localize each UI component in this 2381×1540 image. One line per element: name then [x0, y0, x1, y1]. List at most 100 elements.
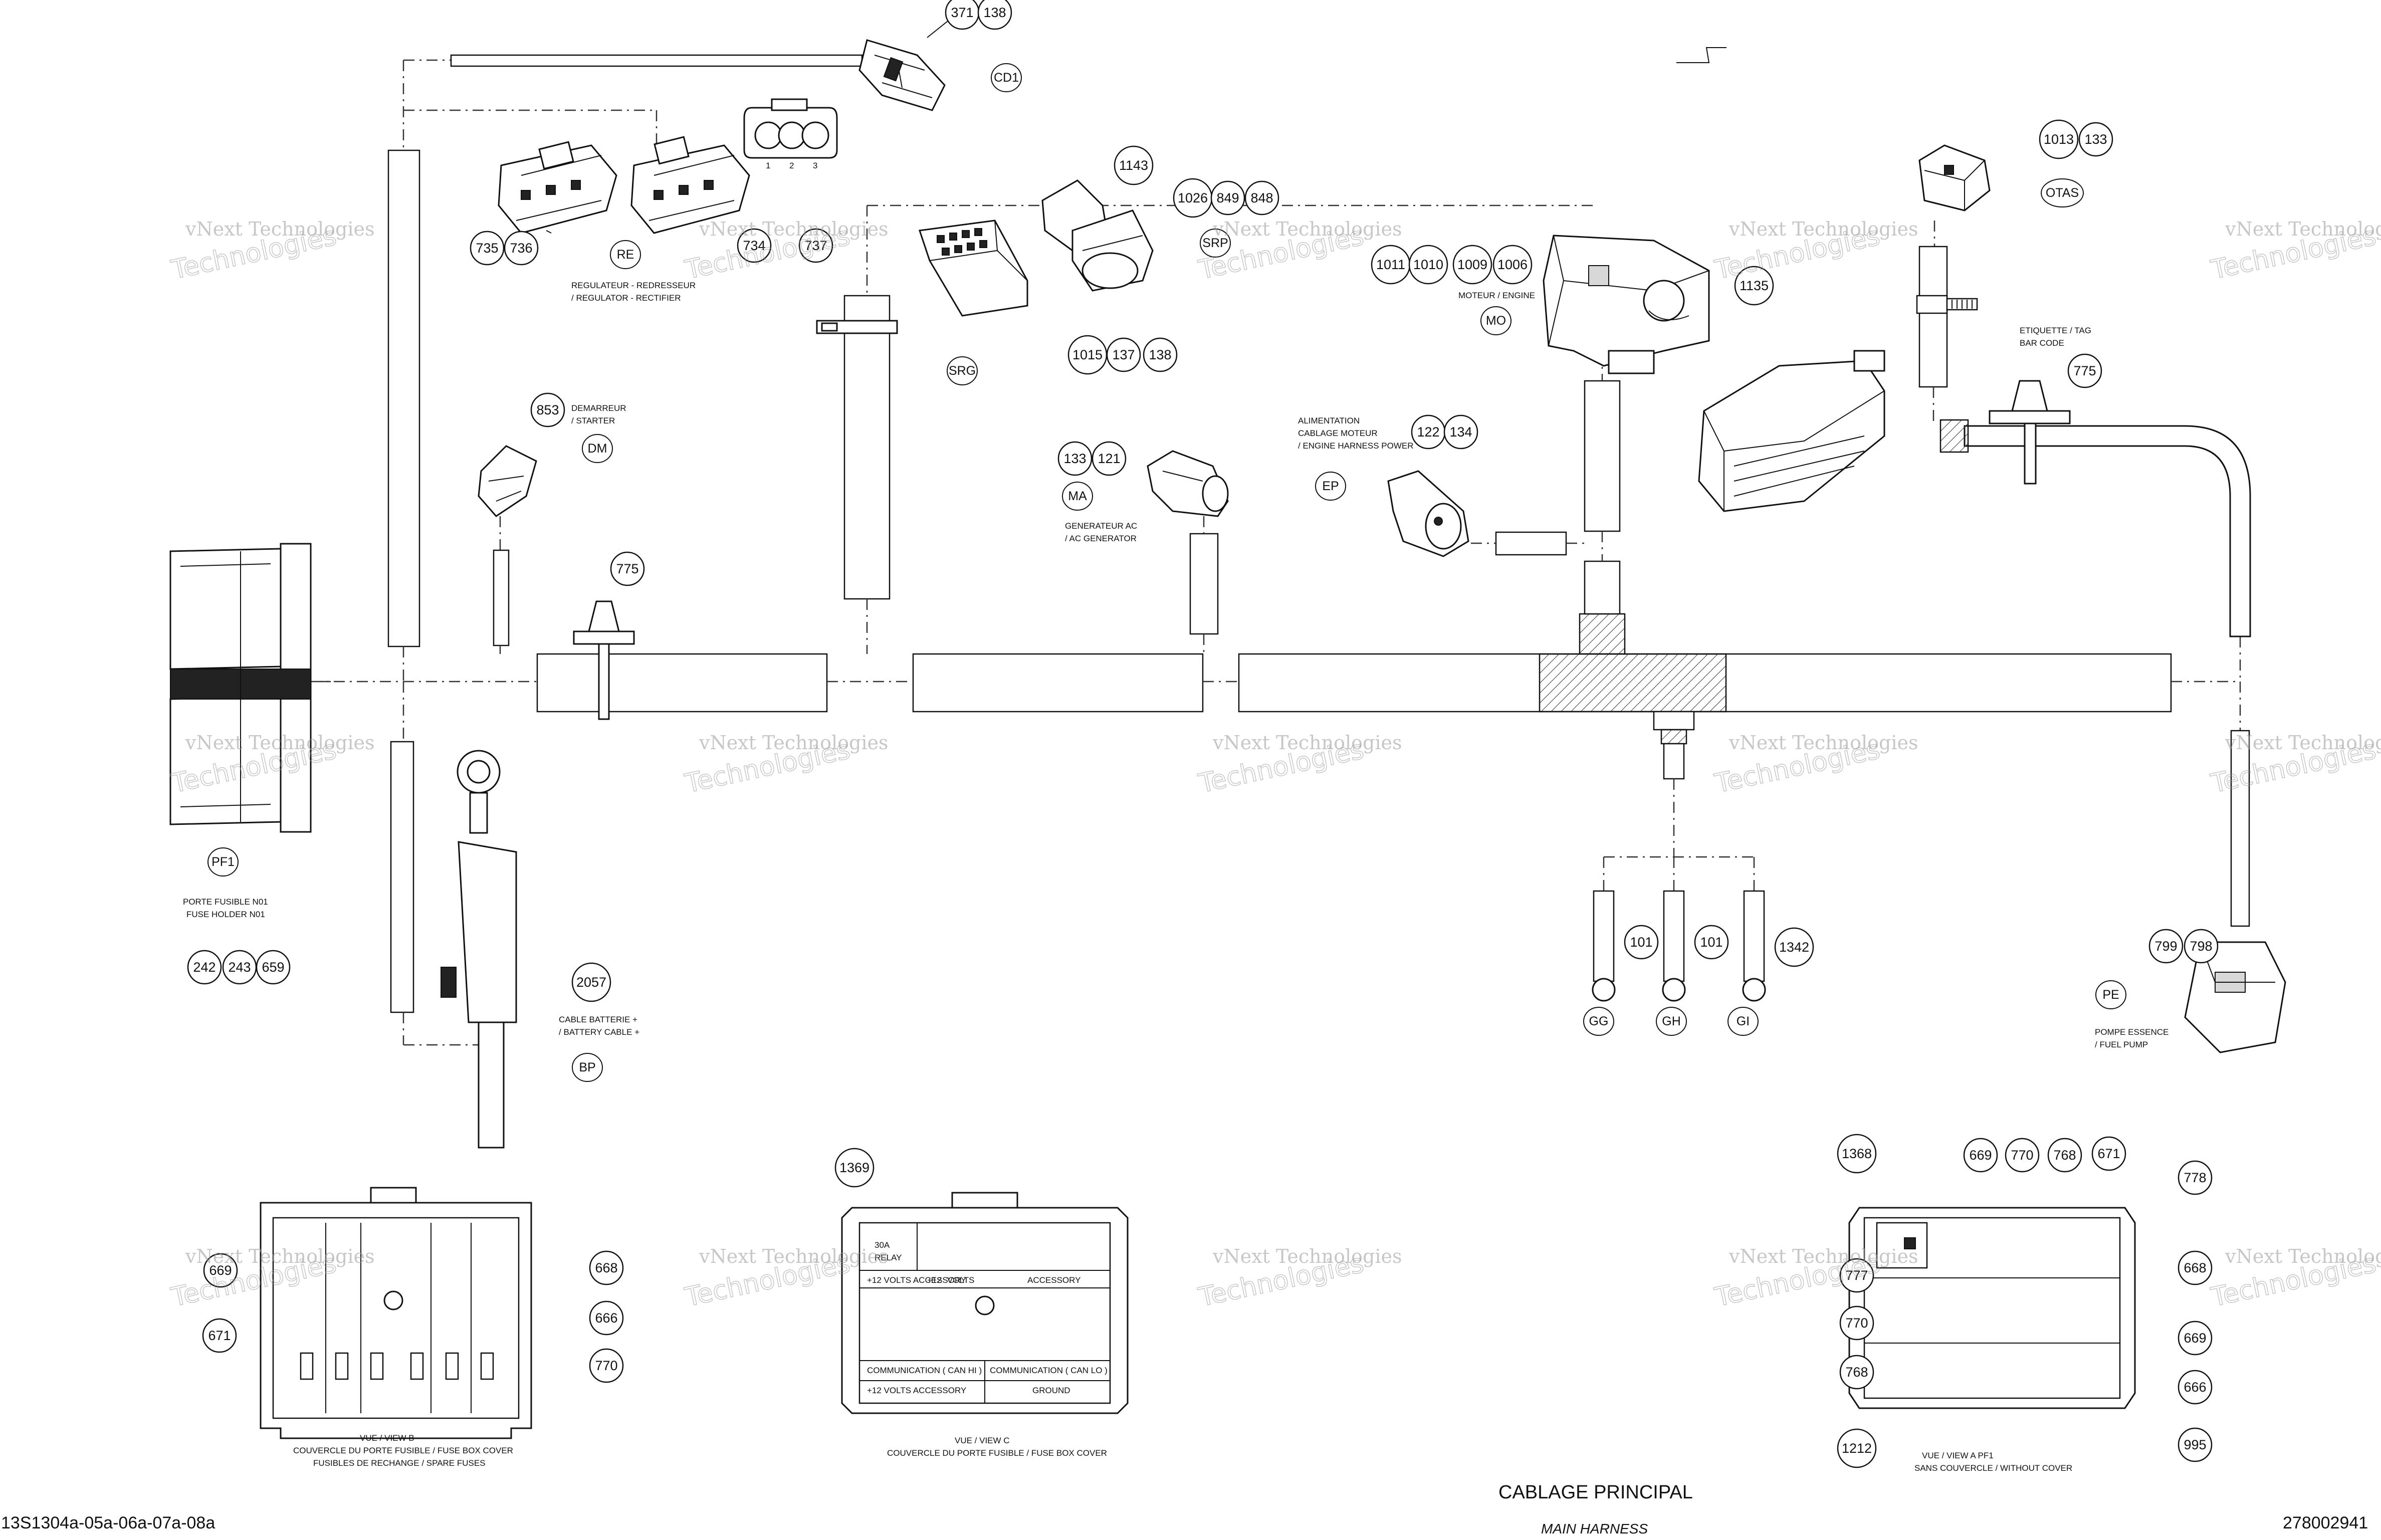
fuse-holder-fr-label: PORTE FUSIBLE N01: [183, 897, 268, 907]
alim-1-label: ALIMENTATION: [1298, 416, 1360, 425]
callout-circle: [2178, 1370, 2213, 1405]
callout-number: 1135: [1740, 278, 1769, 293]
callout-number: 1369: [839, 1160, 870, 1175]
view-a-fuse-holder: [1848, 1207, 2136, 1409]
watermark-text: vNext Technologies: [2225, 218, 2381, 240]
callout-number: 778: [2184, 1170, 2206, 1185]
callout-circle: [610, 551, 645, 586]
callout-number: 669: [1969, 1148, 1992, 1163]
callout-circle: [2047, 1138, 2082, 1173]
callout-circle: [2184, 929, 2219, 964]
relay-sub-label: RELAY: [875, 1253, 902, 1262]
callout-number: 1010: [1413, 257, 1443, 272]
callout-number: 1009: [1457, 257, 1487, 272]
callout-circle: [1839, 1305, 1874, 1341]
callout-circle: [504, 231, 539, 266]
connector-code-oval: [207, 847, 239, 876]
view-c-title: VUE / VIEW C: [955, 1436, 1010, 1445]
view-b-line-1: COUVERCLE DU PORTE FUSIBLE / FUSE BOX CO…: [293, 1446, 513, 1455]
volts-label: VOLTS: [947, 1275, 974, 1285]
callout-circle: [2178, 1250, 2213, 1285]
callout-circle: [1092, 441, 1127, 476]
connector-code-label: MO: [1486, 314, 1506, 328]
callout-number: 1015: [1072, 347, 1103, 362]
callout-circle: [1492, 245, 1533, 285]
callout-number: 133: [1063, 451, 1086, 466]
starter-en-label: / STARTER: [571, 416, 615, 425]
callout-number: 798: [2190, 939, 2212, 954]
connector-engine: [1543, 235, 1710, 374]
accessory-label-2: ACCESSORY: [1027, 1275, 1080, 1285]
callout-number: 734: [743, 238, 765, 253]
connector-code-oval: [582, 434, 613, 463]
callout-circle: [1408, 245, 1448, 285]
callout-number: 133: [2084, 132, 2107, 147]
pin-3-label: 3: [813, 161, 817, 170]
connector-code-label: GH: [1662, 1014, 1681, 1028]
watermark-text: vNext Technologies: [185, 218, 374, 240]
callout-circle: [1839, 1355, 1874, 1390]
watermark-text: vNext Technologies: [1728, 218, 1918, 240]
watermark-text: vNext Technologies: [185, 1245, 374, 1267]
callout-circle: [2005, 1138, 2040, 1173]
callout-circle: [1106, 337, 1141, 372]
connector-code-label: PE: [2102, 988, 2119, 1002]
fuel-pump-en-label: / FUEL PUMP: [2095, 1040, 2148, 1049]
callout-circle: [202, 1318, 237, 1353]
connector-code-label: PF1: [211, 855, 235, 869]
callout-number: 121: [1098, 451, 1120, 466]
callout-number: 1368: [1842, 1146, 1872, 1161]
connector-code-oval: [1200, 229, 1231, 258]
connector-cd1: [858, 39, 946, 111]
watermark-text: vNext Technologies: [699, 732, 888, 754]
callout-number: 138: [983, 5, 1006, 20]
callout-number: 2057: [576, 975, 606, 990]
connector-code-oval: [2095, 980, 2126, 1009]
acgen-fr-label: GENERATEUR AC: [1065, 521, 1137, 531]
bar-code-tag: [1916, 295, 1978, 314]
view-b-line-2: FUSIBLES DE RECHANGE / SPARE FUSES: [313, 1458, 486, 1468]
sub-title: MAIN HARNESS: [1541, 1521, 1648, 1536]
callout-circle: [977, 0, 1012, 30]
connector-code-label: CD1: [994, 71, 1019, 85]
callout-circle: [1837, 1134, 1877, 1174]
view-a-title: VUE / VIEW A PF1: [1922, 1451, 1994, 1460]
callout-circle: [1734, 266, 1774, 306]
view-c-fuse-box-cover: 30A RELAY +12 VOLTS ACCESSORY +12 VOLTS …: [841, 1192, 1129, 1414]
regulator-fr-label: REGULATEUR - REDRESSEUR: [571, 281, 696, 290]
connector-srg: [919, 219, 1028, 317]
connector-code-label: OTAS: [2046, 186, 2079, 200]
fuse-holder-en-label: FUSE HOLDER N01: [186, 910, 265, 919]
accessory-label-1: +12 VOLTS ACCESSORY: [867, 1275, 966, 1285]
callout-number: 669: [209, 1263, 232, 1278]
main-harness-trunk: [311, 54, 2251, 1046]
view-b-title: VUE / VIEW B: [360, 1433, 414, 1443]
callout-number: 737: [804, 238, 827, 253]
callout-circle: [203, 1253, 238, 1288]
connector-code-label: BP: [579, 1060, 595, 1074]
callout-number: 1143: [1119, 158, 1148, 173]
callout-circle: [2078, 122, 2113, 157]
callout-circle: [1694, 925, 1729, 960]
callout-circle: [1143, 337, 1178, 372]
callout-number: 735: [476, 241, 498, 256]
callout-circle: [256, 950, 291, 985]
callout-circle: [470, 231, 505, 266]
callout-number: 1011: [1376, 257, 1405, 272]
callout-number: 671: [208, 1328, 231, 1343]
starter-fr-label: DEMARREUR: [571, 403, 626, 413]
tag-fr-label: ETIQUETTE / TAG: [2020, 326, 2091, 335]
callout-number: 671: [2097, 1146, 2120, 1161]
watermark-text: vNext Technologies: [1212, 1245, 1402, 1267]
battery-en-label: / BATTERY CABLE +: [559, 1027, 639, 1037]
connector-code-label: SRP: [1202, 236, 1228, 250]
callout-number: 669: [2184, 1331, 2206, 1346]
callout-number: 775: [616, 561, 638, 576]
callout-circle: [798, 228, 833, 263]
callout-number: 1013: [2044, 132, 2074, 147]
connector-3pin: [743, 98, 838, 159]
connector-code-label: DM: [588, 442, 607, 456]
callout-circle: [2148, 929, 2184, 964]
callout-circle: [589, 1348, 624, 1383]
